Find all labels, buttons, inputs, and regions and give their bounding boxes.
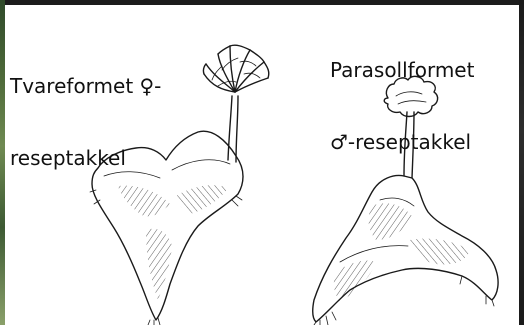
female-label-line2: reseptakkel: [10, 146, 161, 170]
male-label-line1: Parasollformet: [330, 58, 474, 82]
female-label-line1: Tvareformet ♀-: [10, 74, 161, 98]
female-receptacle-head: [203, 45, 268, 92]
male-label-line2: ♂-reseptakkel: [330, 130, 474, 154]
male-receptacle-label: Parasollformet ♂-reseptakkel: [330, 10, 474, 202]
female-receptacle-label: Tvareformet ♀- reseptakkel: [10, 26, 161, 218]
female-stalk-right: [236, 96, 238, 162]
